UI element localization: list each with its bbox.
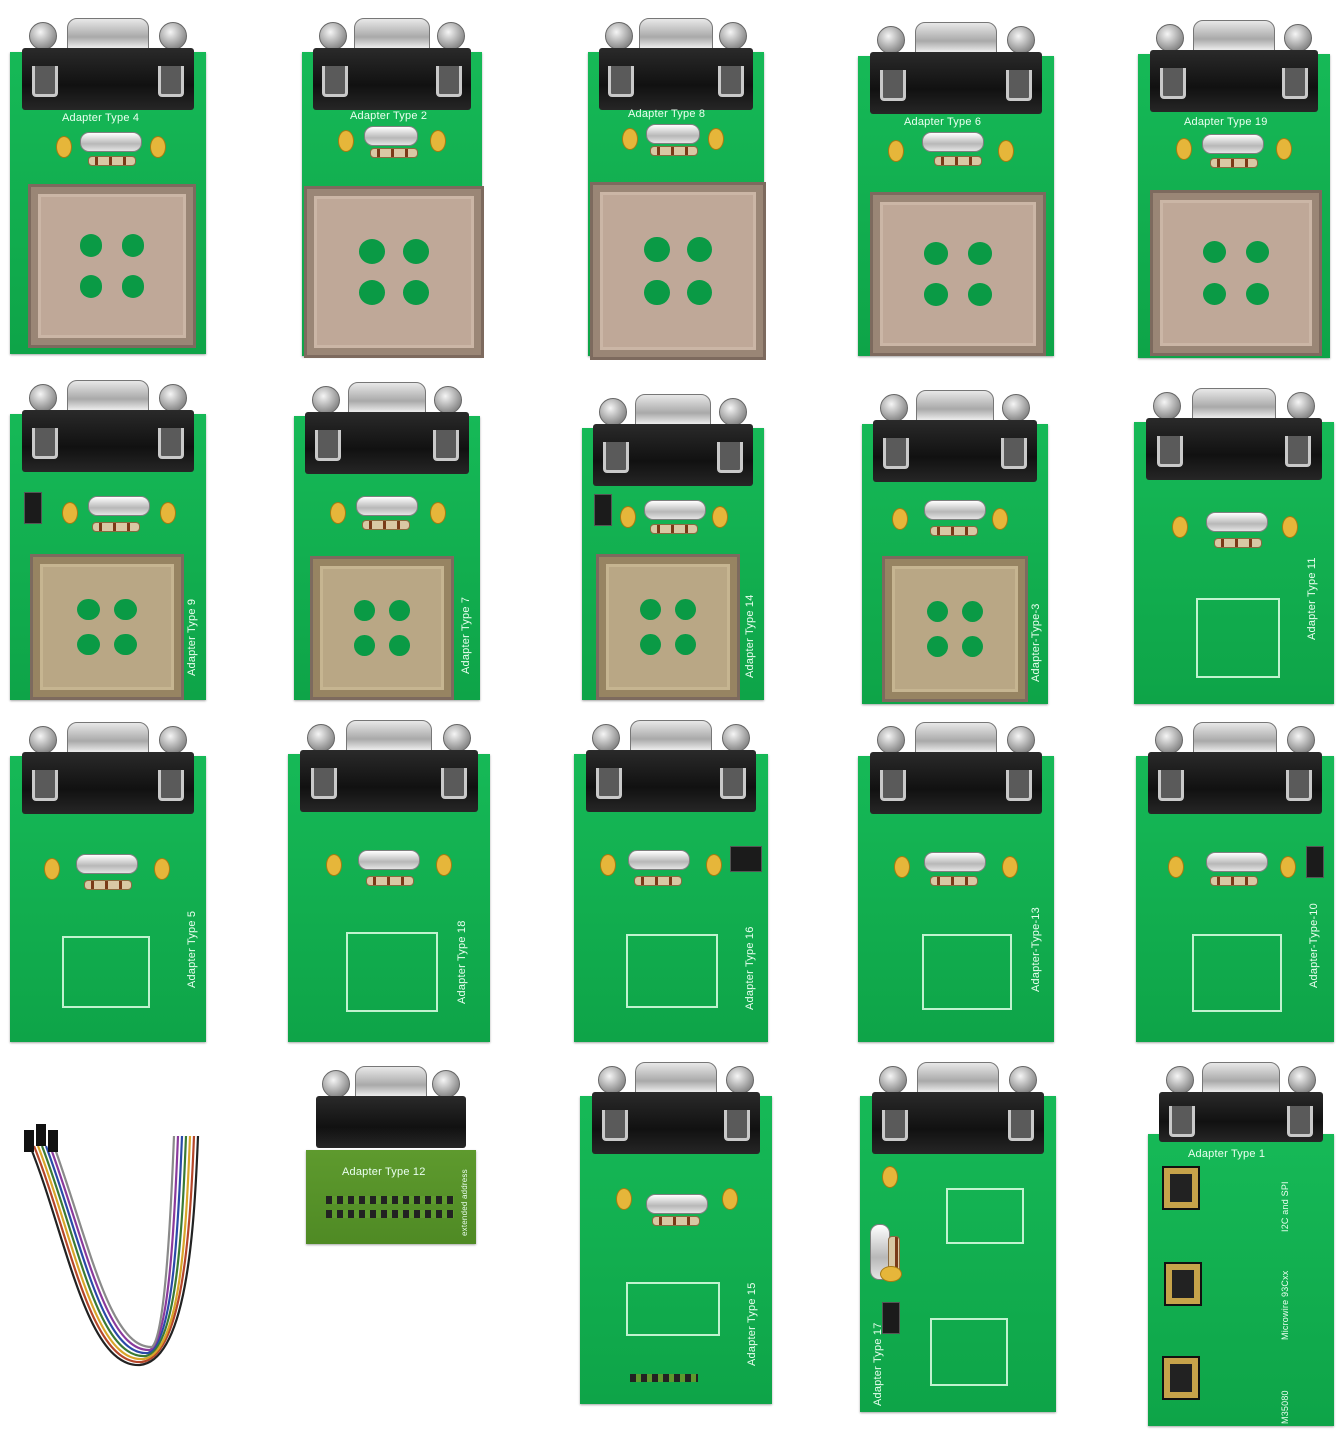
adapter-board-type-3: Adapter-Type-3 [862, 390, 1048, 704]
m35080-label: M35080 [1280, 1390, 1290, 1424]
chip-footprint [62, 936, 150, 1008]
plcc-socket [870, 192, 1046, 356]
dip8-socket [1162, 1356, 1200, 1400]
adapter-label: Adapter-Type-10 [1308, 903, 1320, 988]
adapter-board-type-2: Adapter Type 2 [302, 18, 484, 358]
db9-connector [871, 1062, 1045, 1154]
db9-connector [21, 18, 195, 110]
db9-connector [869, 722, 1043, 814]
dip8-socket [1162, 1166, 1200, 1210]
db9-connector [316, 1066, 466, 1150]
adapter-label: Adapter Type 5 [186, 910, 198, 988]
plcc-socket [30, 554, 184, 700]
db9-connector [1159, 1062, 1323, 1142]
adapter-board-type-19: Adapter Type 19 [1138, 20, 1330, 358]
adapter-label: Adapter Type 11 [1306, 557, 1318, 640]
adapter-label: Adapter Type 2 [350, 110, 428, 122]
i2c-spi-label: I2C and SPI [1280, 1181, 1290, 1232]
db9-connector [591, 1062, 761, 1154]
plcc-socket [310, 556, 454, 700]
chip-footprint [346, 932, 438, 1012]
db9-connector [300, 720, 478, 812]
db9-connector [1149, 20, 1319, 112]
adapter-board-type-13: Adapter-Type-13 [858, 722, 1054, 1042]
db9-connector [305, 382, 469, 474]
chip-footprint [1196, 598, 1280, 678]
chip-footprint [626, 1282, 720, 1336]
adapter-label: Adapter-Type-13 [1030, 907, 1042, 992]
microwire-label: Microwire 93Cxx [1280, 1270, 1290, 1340]
dip8-socket [1164, 1262, 1202, 1306]
adapter-label: Adapter Type 15 [746, 1282, 758, 1366]
db9-connector [869, 22, 1043, 114]
adapter-board-type-18: Adapter Type 18 [288, 720, 490, 1042]
adapter-label: Adapter Type 19 [1184, 116, 1268, 128]
ribbon-cable [24, 1124, 200, 1367]
adapter-board-type-11: Adapter Type 11 [1134, 388, 1334, 704]
db9-connector [1146, 388, 1322, 480]
db9-connector [21, 380, 195, 472]
plcc-socket [590, 182, 766, 360]
adapter-board-type-10: Adapter-Type-10 [1136, 722, 1334, 1042]
db9-connector [592, 394, 754, 486]
adapter-board-type-8: Adapter Type 8 [588, 18, 766, 360]
adapter-label: Adapter Type 9 [186, 598, 198, 676]
crystal [80, 132, 142, 152]
adapter-label: Adapter Type 17 [872, 1322, 884, 1406]
extended-address-label: extended address [460, 1169, 469, 1236]
db9-connector [1147, 722, 1323, 814]
adapter-board-type-15: Adapter Type 15 [580, 1062, 772, 1404]
chip-footprint [626, 934, 718, 1008]
jumper-header [24, 492, 42, 524]
adapter-board-type-7: Adapter Type 7 [294, 382, 480, 700]
adapter-board-type-1: Adapter Type 1 I2C and SPI Microwire 93C… [1148, 1062, 1334, 1426]
chip-footprint [946, 1188, 1024, 1244]
adapter-label: Adapter Type 7 [460, 596, 472, 674]
db9-connector [21, 722, 195, 814]
adapter-board-type-6: Adapter Type 6 [858, 22, 1054, 356]
adapter-board-type-9: Adapter Type 9 [10, 380, 206, 700]
plcc-socket [28, 184, 196, 348]
adapter-board-type-16: Adapter Type 16 [574, 720, 768, 1042]
plcc-socket [1150, 190, 1322, 356]
db9-connector [585, 720, 757, 812]
adapter-label: Adapter-Type-3 [1030, 603, 1042, 682]
adapter-label: Adapter Type 4 [62, 112, 140, 124]
adapter-board-type-12: Adapter Type 12 extended address [306, 1066, 476, 1244]
adapter-label: Adapter Type 18 [456, 920, 468, 1004]
plcc-socket [304, 186, 484, 358]
plcc-socket [596, 554, 740, 700]
db9-connector [312, 18, 472, 110]
pin-header-row [326, 1196, 454, 1204]
chip-footprint [922, 934, 1012, 1010]
chip-footprint [1192, 934, 1282, 1012]
adapter-label: Adapter Type 16 [744, 926, 756, 1010]
adapter-board-type-5: Adapter Type 5 [10, 722, 206, 1042]
adapter-label: Adapter Type 14 [744, 594, 756, 678]
adapter-board-type-17: Adapter Type 17 [860, 1062, 1056, 1412]
adapter-label: Adapter Type 1 [1188, 1148, 1266, 1160]
db9-connector [873, 390, 1037, 482]
jumper-header [882, 1302, 900, 1334]
adapter-label: Adapter Type 12 [342, 1166, 426, 1178]
adapter-board-type-4: Adapter Type 4 [10, 18, 206, 354]
jumper-header [730, 846, 762, 872]
jumper-header [1306, 846, 1324, 878]
adapter-label: Adapter Type 8 [628, 108, 706, 120]
adapter-label: Adapter Type 6 [904, 116, 982, 128]
db9-connector [598, 18, 754, 110]
adapter-board-type-14: Adapter Type 14 [582, 394, 764, 700]
plcc-socket [882, 556, 1028, 702]
jumper-header [594, 494, 612, 526]
